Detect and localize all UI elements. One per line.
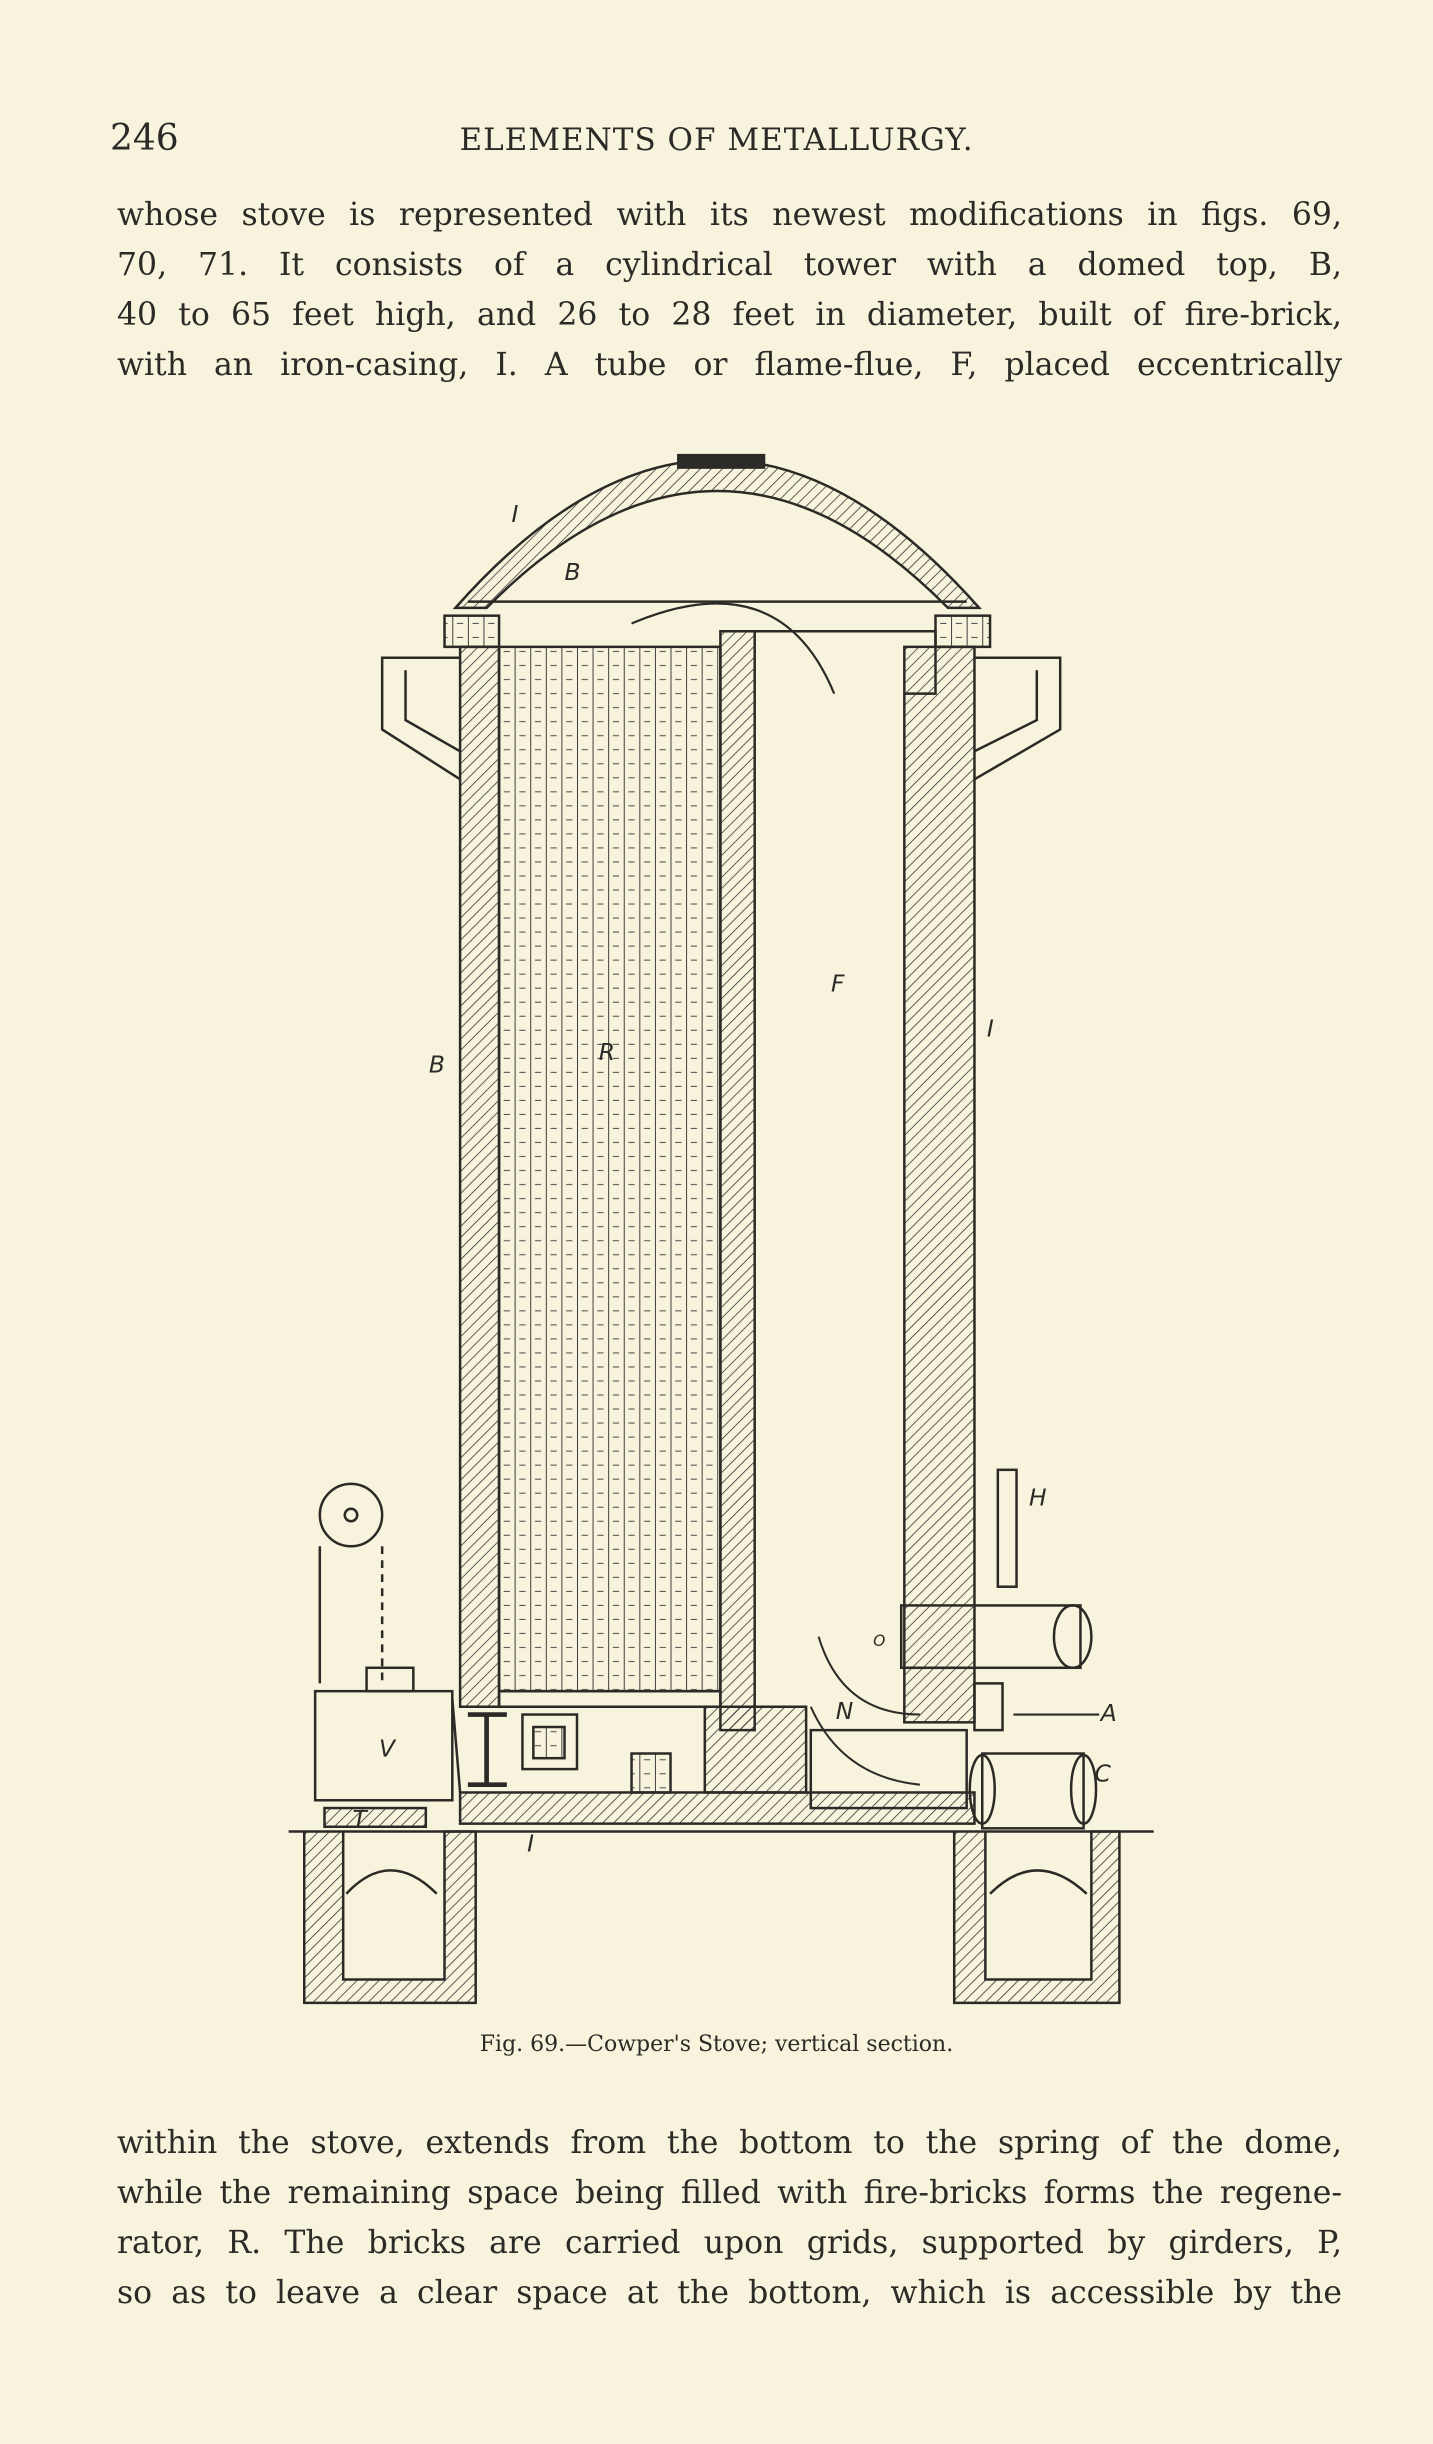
hot-blast-pipe [899, 1604, 1082, 1670]
text-line: within the stove, extends from the botto… [117, 2125, 1342, 2161]
text-line: so as to leave a clear space at the bott… [117, 2275, 1342, 2311]
right-wall [903, 645, 976, 1670]
flue-wall [719, 630, 756, 1732]
text-line: 40 to 65 feet high, and 26 to 28 feet in… [117, 297, 1342, 333]
label-wall: B [429, 1050, 445, 1078]
label-n: N [836, 1697, 853, 1725]
label-dome: B [565, 558, 581, 586]
text-line: with an iron-casing, I. A tube or flame-… [117, 347, 1342, 383]
flow-arrow [631, 602, 836, 695]
label-casing-bottom: I [527, 1830, 534, 1858]
h-rod [996, 1468, 1018, 1588]
dome [452, 458, 982, 610]
label-t: T [353, 1805, 369, 1833]
text-line: rator, R. The bricks are carried upon gr… [117, 2225, 1342, 2261]
label-flue: F [831, 969, 845, 997]
right-foundation [952, 1830, 1121, 2005]
handwheel [318, 1482, 384, 1548]
figure-caption: Fig. 69.—Cowper's Stove; vertical sectio… [479, 2032, 954, 2057]
left-foundation [302, 1830, 477, 2005]
label-v: V [379, 1735, 397, 1763]
label-o: O [873, 1632, 885, 1650]
right-bracket [973, 656, 1062, 781]
running-title: ELEMENTS OF METALLURGY. [459, 122, 974, 158]
label-regenerator: R [599, 1038, 615, 1066]
left-bracket [380, 656, 461, 781]
text-line: whose stove is represented with its newe… [117, 197, 1342, 233]
bottom-paragraph: within the stove, extends from the botto… [117, 2118, 1342, 2318]
left-wall [458, 645, 501, 1708]
label-casing-top: I [512, 500, 519, 528]
base [458, 1791, 976, 1825]
top-paragraph: whose stove is represented with its newe… [117, 190, 1342, 390]
label-h: H [1029, 1484, 1047, 1512]
regenerator [497, 645, 722, 1693]
label-c: C [1094, 1760, 1111, 1788]
valve-c [981, 1752, 1085, 1830]
text-line: while the remaining space being filled w… [117, 2175, 1342, 2211]
page-number: 246 [110, 118, 179, 159]
label-casing-right: I [987, 1015, 994, 1043]
label-a: A [1099, 1699, 1117, 1727]
text-line: 70, 71. It consists of a cylindrical tow… [117, 247, 1342, 283]
